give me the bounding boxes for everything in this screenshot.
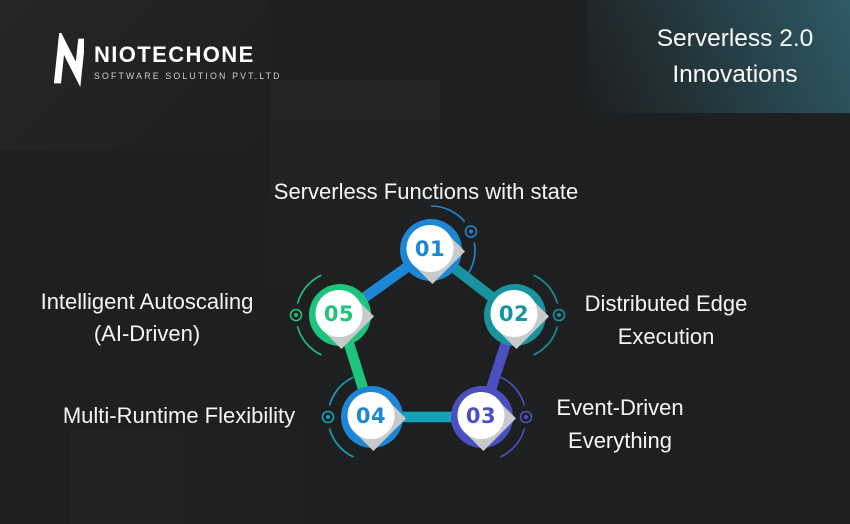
label-line: Event-Driven <box>556 395 684 420</box>
arc-dot-icon <box>294 313 298 317</box>
arc-ring-icon <box>552 308 566 322</box>
node-number: 01 <box>415 237 445 261</box>
niotechone-logo-icon <box>53 33 84 88</box>
label-line: (AI-Driven) <box>93 321 201 346</box>
arc-dot-icon <box>524 415 528 419</box>
label-line: Everything <box>568 428 672 453</box>
brand-logo: NIOTECHONE SOFTWARE SOLUTION PVT.LTD <box>50 33 282 89</box>
label-line: Execution <box>617 324 715 349</box>
node-inner-circle <box>490 290 538 337</box>
arc-dot-icon <box>557 313 561 317</box>
arc-node-01 <box>430 205 478 279</box>
label-distributed-edge: Distributed Edge Execution <box>566 287 766 353</box>
label-event-driven: Event-Driven Everything <box>520 391 720 457</box>
node-03: 03 <box>451 386 516 451</box>
node-number: 05 <box>324 302 354 326</box>
arc-dot-icon <box>469 229 473 234</box>
label-serverless-functions: Serverless Functions with state <box>176 175 676 208</box>
node-inner-circle <box>457 392 505 439</box>
arc-segment <box>464 242 476 279</box>
arc-segment <box>500 376 526 406</box>
label-intelligent-autoscaling: Intelligent Autoscaling (AI-Driven) <box>0 286 294 350</box>
node-number: 03 <box>466 404 496 428</box>
node-inner-circle <box>347 392 395 439</box>
arc-ring-icon <box>321 410 335 424</box>
label-line: Serverless Functions with state <box>273 179 579 204</box>
node-05: 05 <box>309 284 374 349</box>
arc-node-04 <box>321 376 354 458</box>
brand-tagline: SOFTWARE SOLUTION PVT.LTD <box>94 70 282 81</box>
arc-segment <box>328 376 354 406</box>
node-inner-circle <box>315 290 363 337</box>
arc-segment <box>430 205 466 223</box>
arc-ring-icon <box>464 225 478 238</box>
brand-name: NIOTECHONE <box>94 41 255 67</box>
arc-segment <box>533 326 559 356</box>
arc-segment <box>533 274 559 304</box>
label-multi-runtime: Multi-Runtime Flexibility <box>29 399 329 432</box>
title-banner: Serverless 2.0 Innovations <box>587 0 850 113</box>
node-number: 02 <box>499 302 529 326</box>
page-title-line1: Serverless 2.0 <box>656 24 814 52</box>
label-line: Intelligent Autoscaling <box>40 289 254 314</box>
page-title-line2: Innovations <box>672 60 798 88</box>
arc-segment <box>296 326 322 356</box>
arc-segment <box>500 428 526 458</box>
node-number: 04 <box>356 404 386 428</box>
node-04: 04 <box>341 386 406 451</box>
arc-segment <box>296 274 322 304</box>
node-02: 02 <box>484 284 549 349</box>
arc-ring-icon <box>519 410 533 424</box>
arc-ring-icon <box>289 308 303 322</box>
node-inner-circle <box>406 225 454 272</box>
arc-node-02 <box>533 274 566 356</box>
arc-node-05 <box>289 274 322 356</box>
node-01: 01 <box>400 219 465 284</box>
label-line: Distributed Edge <box>584 291 748 316</box>
brand-text: NIOTECHONE SOFTWARE SOLUTION PVT.LTD <box>94 42 282 81</box>
arc-segment <box>328 428 354 458</box>
arc-dot-icon <box>326 415 330 419</box>
label-line: Multi-Runtime Flexibility <box>62 403 296 428</box>
arc-node-03 <box>500 376 533 458</box>
